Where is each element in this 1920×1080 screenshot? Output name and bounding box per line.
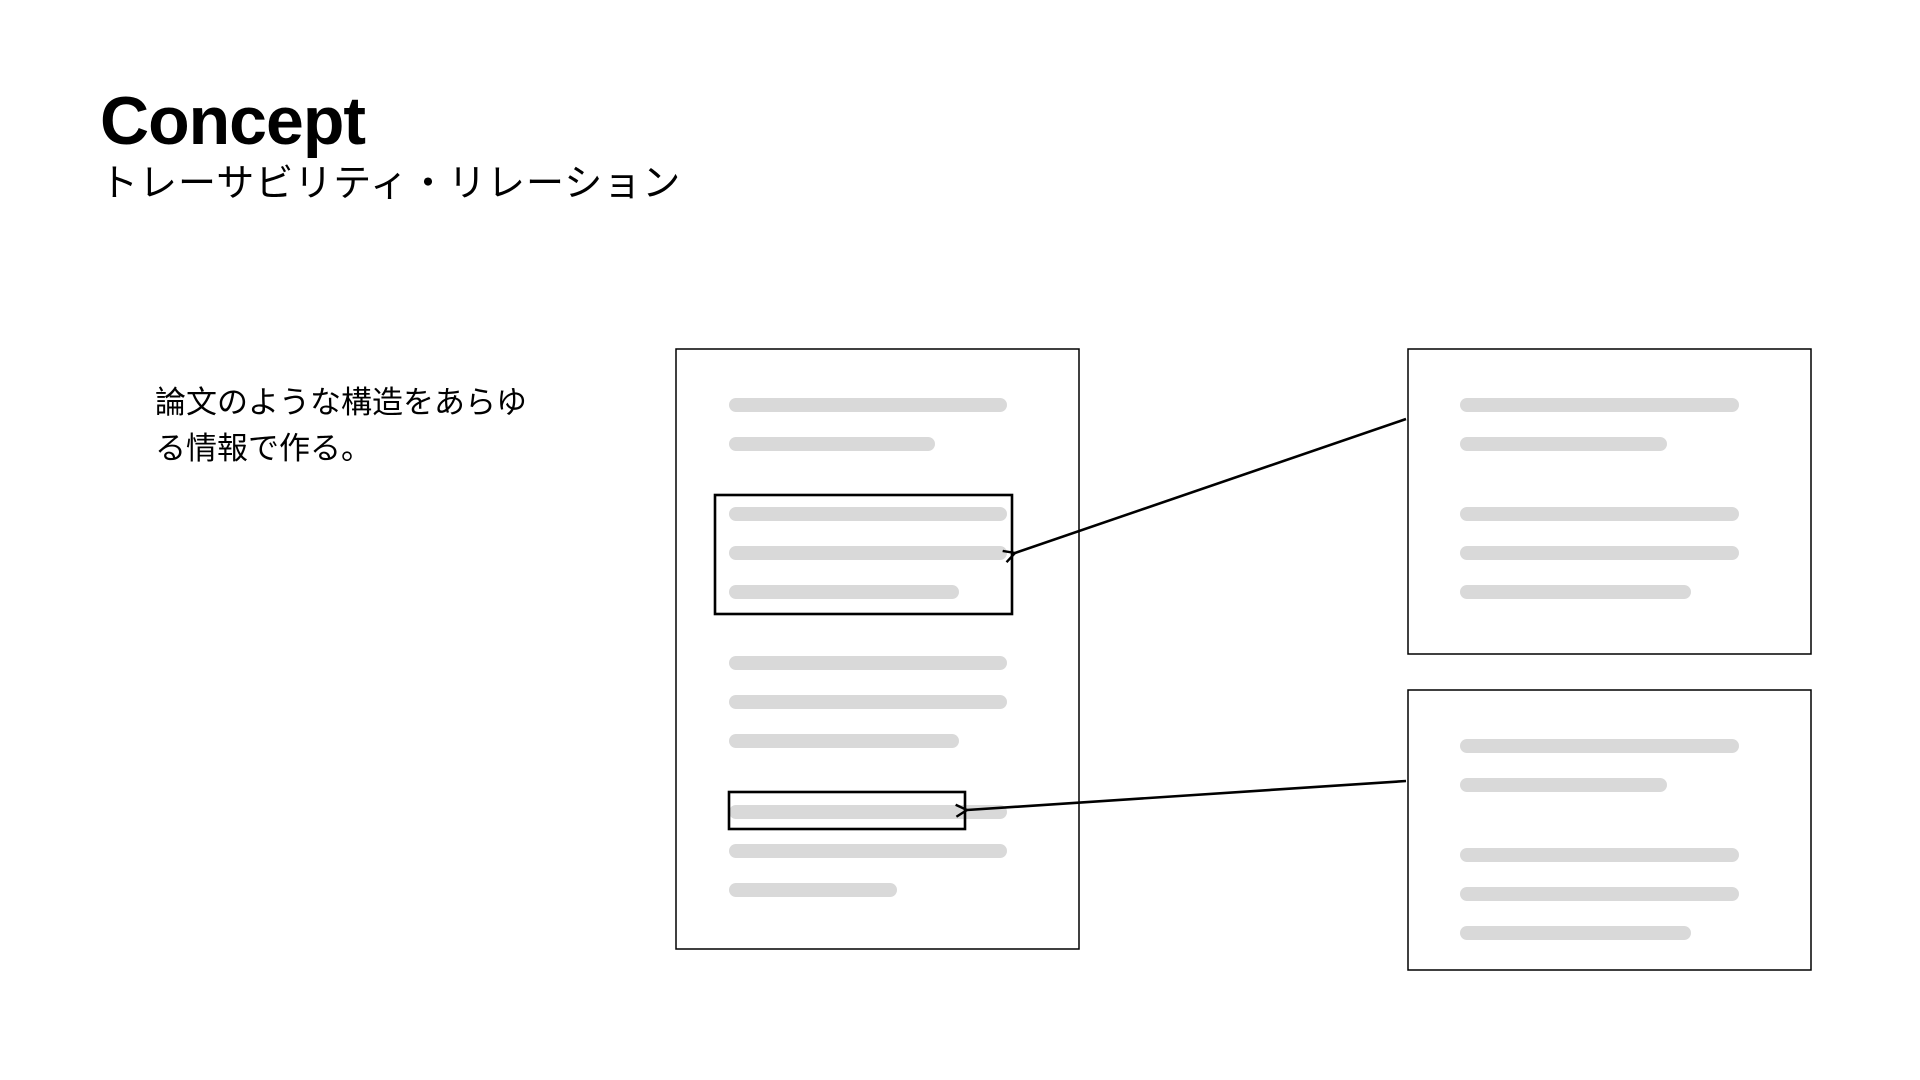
slide-title: Concept xyxy=(100,83,366,159)
slide-subtitle: トレーサビリティ・リレーション xyxy=(100,161,682,205)
source-document-top-frame xyxy=(1407,348,1812,655)
relation-arrow-top xyxy=(1015,417,1407,553)
source-document-top-lines xyxy=(1460,398,1739,599)
description-line-2: る情報で作る。 xyxy=(155,431,372,467)
source-document-bottom-lines xyxy=(1460,739,1739,940)
source-document-bottom xyxy=(1407,689,1812,971)
description-line-1: 論文のような構造をあらゆ xyxy=(155,385,527,421)
main-document xyxy=(675,348,1080,950)
source-document-bottom-frame xyxy=(1407,689,1812,971)
concept-description: 論文のような構造をあらゆ る情報で作る。 xyxy=(155,380,615,472)
relation-arrow-bottom xyxy=(967,779,1407,810)
main-document-lines xyxy=(729,398,1007,897)
source-document-top xyxy=(1407,348,1812,655)
